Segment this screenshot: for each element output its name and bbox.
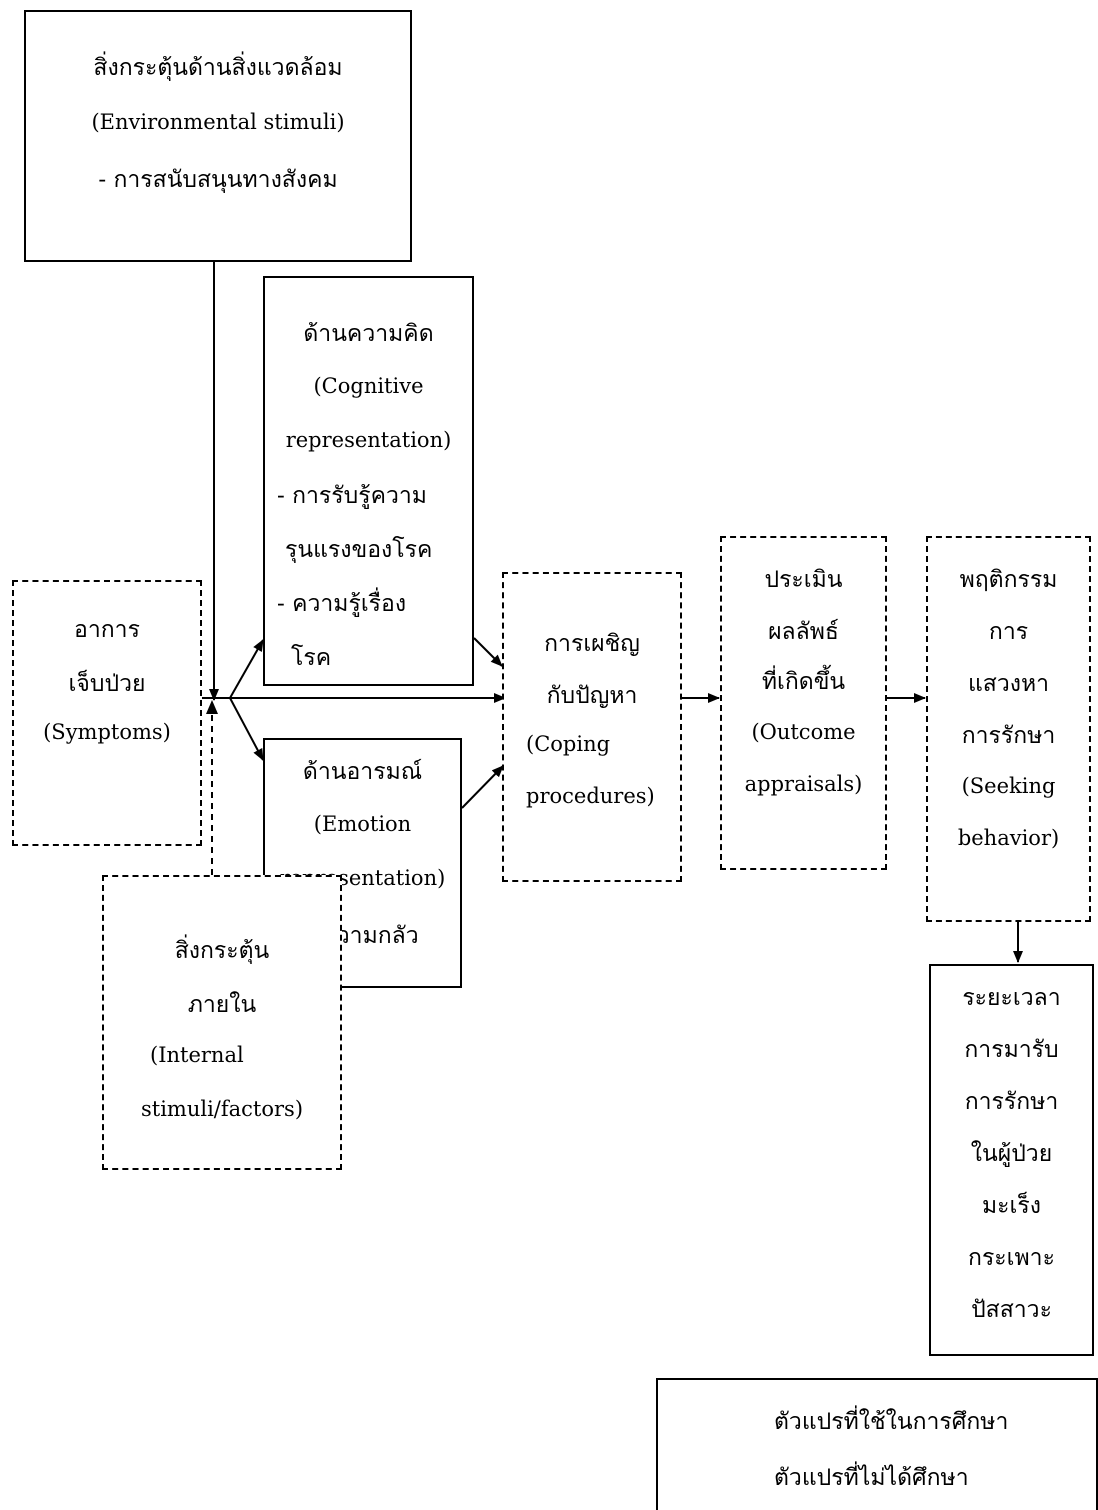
cognitive-to-coping-arrow — [473, 637, 503, 667]
internal-line4: stimuli/factors) — [140, 1097, 304, 1121]
symptoms-line3: (Symptoms) — [43, 720, 171, 744]
coping-line1: การเผชิญ — [544, 631, 640, 657]
coping-line3: (Coping — [526, 732, 611, 756]
treatment-delay-box: ระยะเวลา การมารับ การรักษา ในผู้ป่วย มะเ… — [929, 964, 1094, 1356]
emotion-line2: (Emotion — [313, 812, 412, 836]
coping-procedures-box: การเผชิญ กับปัญหา (Coping procedures) — [502, 572, 682, 882]
outcome-line4: (Outcome — [751, 720, 856, 744]
seeking-line2: การ — [988, 619, 1029, 645]
cognitive-line5: รุนแรงของโรค — [285, 537, 433, 563]
environmental-stimuli-box: สิ่งกระตุ้นด้านสิ่งแวดล้อม (Environmenta… — [24, 10, 412, 262]
cognitive-line3: representation) — [285, 428, 452, 452]
delay-line2: การมารับ — [964, 1037, 1059, 1063]
coping-line4: procedures) — [526, 784, 655, 808]
junction-to-emotion-arrow — [229, 697, 264, 761]
internal-line3: (Internal — [150, 1043, 244, 1067]
cognitive-representation-box: ด้านความคิด (Cognitive representation) -… — [263, 276, 474, 686]
seeking-line4: การรักษา — [961, 723, 1056, 749]
emotion-to-coping-arrow — [461, 765, 504, 809]
outcome-line2: ผลลัพธ์ — [768, 619, 839, 645]
cognitive-line6: - ความรู้เรื่อง — [277, 591, 407, 617]
outcome-line5: appraisals) — [744, 772, 863, 796]
symptoms-line1: อาการ — [74, 617, 140, 643]
environmental-title-th: สิ่งกระตุ้นด้านสิ่งแวดล้อม — [93, 55, 343, 81]
outcome-appraisals-box: ประเมิน ผลลัพธ์ ที่เกิดขึ้น (Outcome app… — [720, 536, 887, 870]
cognitive-line4: - การรับรู้ความ — [277, 483, 427, 509]
seeking-line6: behavior) — [957, 826, 1060, 850]
cognitive-line2: (Cognitive — [313, 374, 424, 398]
legend-studied-label: ตัวแปรที่ใช้ในการศึกษา — [774, 1409, 1009, 1435]
outcome-line1: ประเมิน — [764, 567, 843, 593]
emotion-line1: ด้านอารมณ์ — [302, 759, 423, 785]
delay-line6: กระเพาะ — [968, 1245, 1055, 1271]
internal-arrowhead — [206, 700, 218, 714]
seeking-line1: พฤติกรรม — [959, 567, 1058, 593]
delay-line5: มะเร็ง — [982, 1193, 1041, 1219]
coping-line2: กับปัญหา — [546, 683, 638, 709]
legend-box: ตัวแปรที่ใช้ในการศึกษา ตัวแปรที่ไม่ได้ศึ… — [656, 1378, 1098, 1510]
delay-line4: ในผู้ป่วย — [970, 1141, 1053, 1167]
internal-line2: ภายใน — [187, 992, 257, 1018]
delay-line3: การรักษา — [964, 1089, 1059, 1115]
internal-line1: สิ่งกระตุ้น — [174, 938, 270, 964]
junction-to-cognitive-arrow — [229, 639, 264, 699]
seeking-line5: (Seeking — [961, 774, 1056, 798]
outcome-line3: ที่เกิดขึ้น — [761, 669, 846, 695]
seeking-behavior-box: พฤติกรรม การ แสวงหา การรักษา (Seeking be… — [926, 536, 1091, 922]
legend-not-studied-label: ตัวแปรที่ไม่ได้ศึกษา — [774, 1465, 969, 1491]
environmental-item: - การสนับสนุนทางสังคม — [98, 167, 338, 193]
symptoms-box: อาการ เจ็บป่วย (Symptoms) — [12, 580, 202, 846]
environmental-title-en: (Environmental stimuli) — [91, 110, 345, 134]
seeking-line3: แสวงหา — [967, 671, 1050, 697]
cognitive-line7: โรค — [291, 645, 332, 671]
cognitive-line1: ด้านความคิด — [303, 321, 434, 347]
symptoms-line2: เจ็บป่วย — [68, 671, 146, 697]
internal-stimuli-box: สิ่งกระตุ้น ภายใน (Internal stimuli/fact… — [102, 875, 342, 1170]
delay-line7: ปัสสาวะ — [971, 1297, 1052, 1323]
delay-line1: ระยะเวลา — [962, 985, 1061, 1011]
